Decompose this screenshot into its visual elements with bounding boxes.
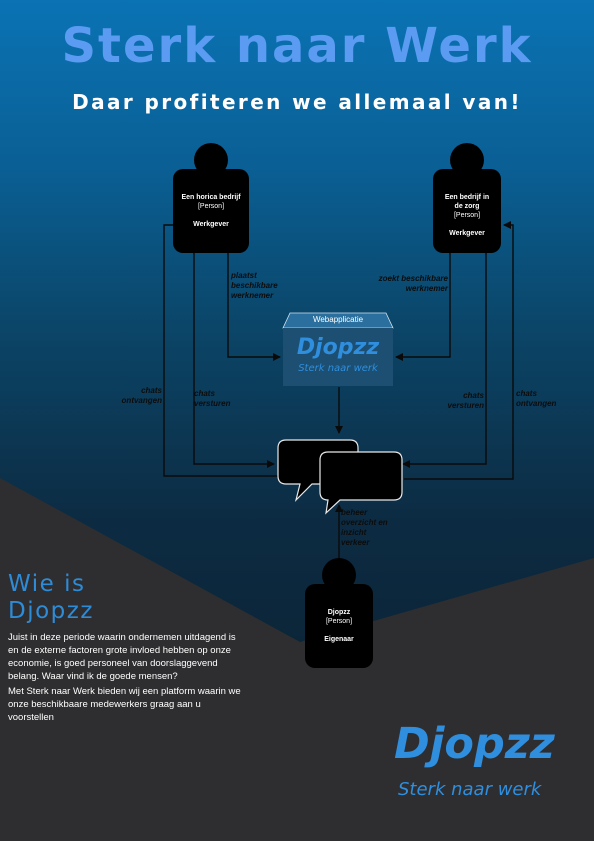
person-name: Een bedrijf in de zorg xyxy=(444,194,490,210)
person-body: Djopzz [Person] Eigenaar xyxy=(305,584,373,668)
label-zoekt: zoekt beschikbare werknemer xyxy=(378,274,448,293)
person-type: [Person] xyxy=(453,212,481,219)
about-text: Juist in deze periode waarin ondernemen … xyxy=(8,631,248,724)
arrow-horeca-to-webapp xyxy=(227,252,281,361)
person-owner: Djopzz [Person] Eigenaar xyxy=(305,558,373,668)
about-paragraph-1: Juist in deze periode waarin ondernemen … xyxy=(8,632,236,682)
person-body: Een bedrijf in de zorg [Person] Werkgeve… xyxy=(433,169,501,253)
person-role: Eigenaar xyxy=(324,636,354,643)
label-chats-ontvangen-right: chats ontvangen xyxy=(516,389,557,408)
arrow-chats-versturen-zorg xyxy=(402,252,487,468)
dark-background-shape xyxy=(0,478,594,841)
brand-tagline: Sterk naar werk xyxy=(398,779,542,800)
label-beheer: beheer overzicht en inzicht verkeer xyxy=(341,508,388,547)
webapp-tab-shape xyxy=(282,312,394,329)
person-type: [Person] xyxy=(197,203,225,210)
person-role: Werkgever xyxy=(193,221,229,228)
about-heading: Wie is Djopzz xyxy=(8,571,94,624)
person-body: Een horica bedrijf [Person] Werkgever xyxy=(173,169,249,253)
label-chats-ontvangen-left: chats ontvangen xyxy=(121,386,162,405)
webapp-logo: Djopzz xyxy=(296,335,380,360)
brand-logo-word: Djopzz xyxy=(394,719,555,769)
label-plaatst: plaatst beschikbare werknemer xyxy=(231,271,278,300)
person-horeca: Een horica bedrijf [Person] Werkgever xyxy=(173,143,249,253)
about-paragraph-2: Met Sterk naar Werk bieden wij een platf… xyxy=(8,686,241,723)
label-chats-versturen-left: chats versturen xyxy=(194,389,231,408)
webapp-tagline: Sterk naar werk xyxy=(298,363,378,374)
webapp-title: Webapplicatie xyxy=(312,315,364,324)
webapp-tab: Webapplicatie xyxy=(283,313,393,328)
webapp-container: Webapplicatie Djopzz Sterk naar werk xyxy=(283,313,393,386)
label-chats-versturen-right: chats versturen xyxy=(447,391,484,410)
page-title: Sterk naar Werk xyxy=(61,18,533,74)
person-name: Djopzz xyxy=(327,609,351,616)
person-zorg: Een bedrijf in de zorg [Person] Werkgeve… xyxy=(433,143,501,253)
page-subtitle: Daar profiteren we allemaal van! xyxy=(72,90,522,114)
webapp-panel xyxy=(283,328,393,386)
arrow-zorg-to-webapp xyxy=(395,252,451,361)
chat-bubble-front xyxy=(319,451,403,515)
arrow-chats-versturen-horeca xyxy=(193,252,275,468)
person-role: Werkgever xyxy=(449,230,485,237)
person-type: [Person] xyxy=(325,618,353,625)
arrow-chats-ontvangen-horeca xyxy=(163,221,280,477)
person-name: Een horica bedrijf xyxy=(181,194,241,201)
arrow-chats-ontvangen-zorg xyxy=(404,221,514,480)
